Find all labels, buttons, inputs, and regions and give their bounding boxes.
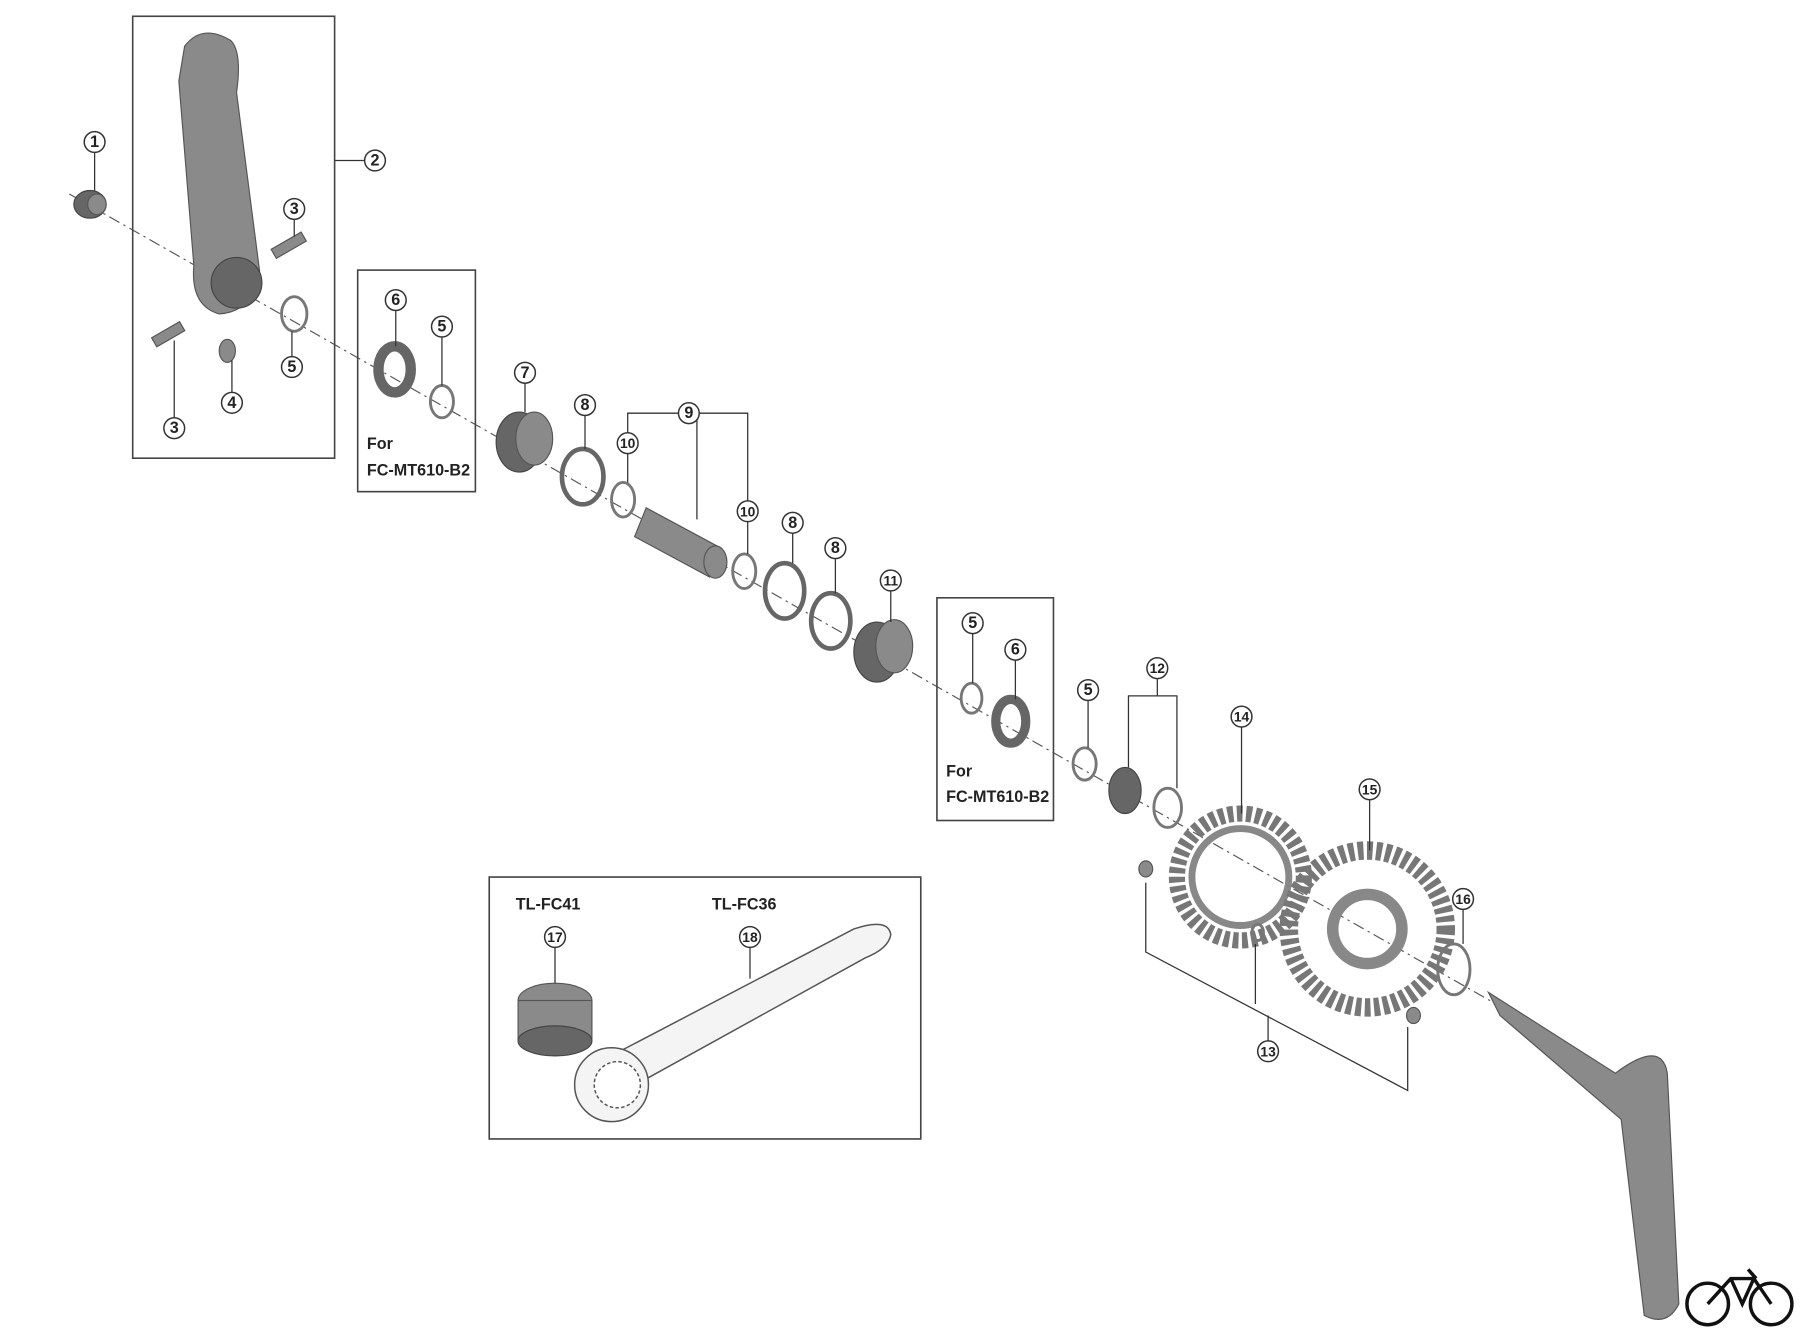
variant-note-1-line2: FC-MT610-B2 <box>367 462 470 480</box>
svg-text:6: 6 <box>391 291 400 309</box>
svg-text:9: 9 <box>684 404 693 422</box>
svg-text:14: 14 <box>1234 709 1250 725</box>
svg-text:1: 1 <box>90 133 99 151</box>
callout-10b: 10 <box>736 500 759 523</box>
tool-label-tl-fc41: TL-FC41 <box>516 895 581 913</box>
bicycle-logo-icon <box>1685 1268 1794 1327</box>
callout-14: 14 <box>1230 705 1253 728</box>
callout-10a: 10 <box>616 432 639 455</box>
washer-13 <box>1250 922 1265 942</box>
spacer-8c <box>808 590 853 651</box>
lockring-12 <box>1108 766 1142 815</box>
crank-bolt <box>73 189 107 219</box>
callout-2: 2 <box>363 149 387 172</box>
spacer-10 <box>610 480 637 519</box>
svg-text:8: 8 <box>788 514 797 532</box>
bb-sleeve-9 <box>633 506 728 579</box>
callout-5b: 5 <box>430 315 454 338</box>
callout-6b: 6 <box>1004 638 1027 661</box>
variant-note-2-line1: For <box>946 763 973 781</box>
crank-arm-bore <box>210 256 263 309</box>
svg-text:2: 2 <box>371 152 380 170</box>
svg-text:4: 4 <box>227 394 236 412</box>
tool-18-wrench <box>573 923 892 1123</box>
callout-17: 17 <box>543 925 567 949</box>
callout-16: 16 <box>1451 887 1475 911</box>
spacer-12 <box>1152 786 1183 829</box>
leader-lines <box>93 152 1464 1092</box>
svg-text:18: 18 <box>742 929 758 945</box>
chainring-bolt-13 <box>1138 860 1154 878</box>
svg-text:8: 8 <box>581 396 590 414</box>
spacer-10b <box>731 552 758 591</box>
variant-note-2-line2: FC-MT610-B2 <box>946 788 1049 806</box>
bb-cup-right <box>853 619 914 683</box>
callout-8c: 8 <box>824 537 847 560</box>
callout-11: 11 <box>879 569 902 592</box>
callout-5a: 5 <box>280 355 304 379</box>
callout-3a: 3 <box>283 197 306 221</box>
svg-text:16: 16 <box>1455 891 1471 907</box>
callout-15: 15 <box>1358 778 1381 801</box>
o-ring-5c <box>959 681 984 715</box>
svg-text:10: 10 <box>740 503 756 519</box>
svg-text:15: 15 <box>1362 781 1378 797</box>
assembly-axis <box>68 193 1501 1007</box>
callout-3b: 3 <box>163 417 186 440</box>
callout-5d: 5 <box>1076 678 1100 702</box>
variant-note-1-line1: For <box>367 435 394 453</box>
svg-text:13: 13 <box>1260 1043 1276 1059</box>
chainring-15 <box>1279 841 1455 1017</box>
callout-12: 12 <box>1146 657 1169 680</box>
svg-text:8: 8 <box>831 539 840 557</box>
spacer-8 <box>559 446 606 507</box>
svg-text:11: 11 <box>883 573 898 589</box>
callout-5c: 5 <box>961 612 984 635</box>
spacer-8b <box>762 560 807 621</box>
callout-6a: 6 <box>384 288 407 312</box>
svg-text:5: 5 <box>1084 681 1093 699</box>
o-ring-5 <box>280 295 309 333</box>
spacer-6 <box>373 341 416 398</box>
chainring-nut-13 <box>1405 1006 1421 1025</box>
callout-13: 13 <box>1256 1040 1280 1063</box>
right-crank-arm-spindle <box>1487 990 1680 1320</box>
svg-text:5: 5 <box>968 614 977 632</box>
svg-text:12: 12 <box>1150 660 1166 676</box>
svg-text:5: 5 <box>437 318 446 336</box>
bb-cup-left <box>495 411 554 473</box>
pinch-bolt-lower <box>150 320 186 348</box>
tools-box <box>488 876 922 1140</box>
callout-18: 18 <box>738 925 762 949</box>
callout-9: 9 <box>677 402 700 425</box>
callout-1: 1 <box>83 130 106 154</box>
tool-label-tl-fc36: TL-FC36 <box>712 895 777 913</box>
svg-text:6: 6 <box>1011 641 1020 659</box>
svg-text:3: 3 <box>170 419 179 437</box>
plate-4 <box>218 338 236 363</box>
svg-text:17: 17 <box>547 929 563 945</box>
tool-17-bb-adapter <box>517 982 593 1057</box>
variant-box-1 <box>356 269 477 493</box>
spacer-6b <box>991 694 1031 748</box>
svg-text:3: 3 <box>290 200 299 218</box>
pinch-bolt-upper <box>270 231 308 260</box>
left-crank-group-box <box>131 15 336 459</box>
callout-8a: 8 <box>573 393 597 417</box>
callout-8b: 8 <box>781 511 804 534</box>
svg-text:7: 7 <box>521 364 530 382</box>
svg-text:5: 5 <box>287 358 296 376</box>
callout-4: 4 <box>220 391 244 414</box>
callout-7: 7 <box>513 361 537 384</box>
svg-text:10: 10 <box>620 435 636 451</box>
o-ring-5d <box>1071 746 1098 782</box>
o-ring-5b <box>428 384 455 420</box>
o-ring-16 <box>1436 942 1472 997</box>
variant-box-2 <box>936 596 1055 822</box>
